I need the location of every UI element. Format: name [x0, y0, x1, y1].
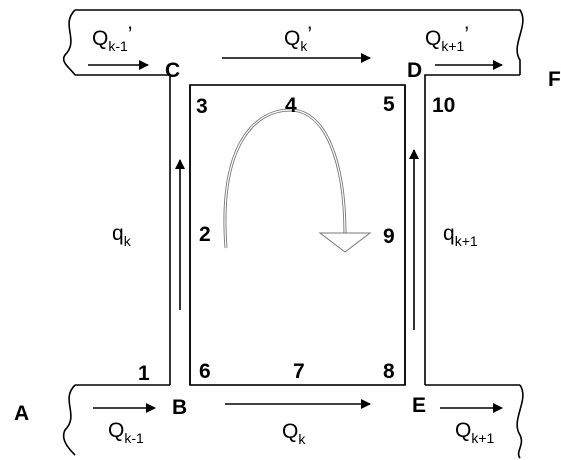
top-road-left-end — [62, 9, 76, 76]
label-right-vertical: qk+1 — [443, 222, 478, 249]
label-top-right: Qk+1’ — [425, 23, 469, 54]
point-3: 3 — [196, 95, 208, 118]
label-bottom-left: Qk-1 — [108, 419, 144, 446]
top-road-upper-edge — [75, 9, 524, 75]
label-bottom-right: Qk+1 — [455, 419, 495, 446]
point-10: 10 — [432, 94, 455, 117]
point-4: 4 — [285, 94, 297, 117]
point-7: 7 — [293, 360, 305, 383]
label-top-mid: Qk’ — [284, 23, 312, 54]
point-6: 6 — [199, 360, 211, 383]
route-curve-arrowhead — [318, 232, 372, 253]
node-f: F — [548, 68, 561, 91]
node-d: D — [407, 59, 422, 82]
node-b: B — [172, 396, 187, 419]
bottom-road-right-end — [516, 384, 524, 459]
route-curve-inner — [224, 109, 346, 249]
node-a: A — [14, 402, 29, 425]
point-2: 2 — [199, 223, 211, 246]
inner-block — [189, 84, 406, 386]
route-curve — [223, 108, 347, 249]
label-left-vertical: qk — [112, 222, 132, 249]
point-9: 9 — [383, 225, 395, 248]
bottom-road-left-end — [62, 384, 76, 456]
point-8: 8 — [383, 360, 395, 383]
node-c: C — [165, 59, 180, 82]
label-bottom-mid: Qk — [282, 420, 306, 447]
bottom-road-lower-edge — [190, 385, 405, 395]
node-e: E — [412, 394, 426, 417]
label-top-left: Qk-1’ — [92, 23, 132, 54]
point-1: 1 — [138, 362, 150, 385]
top-road-lower-edge-left — [75, 74, 171, 385]
top-road-lower-edge-right — [424, 74, 520, 385]
point-5: 5 — [383, 93, 395, 116]
